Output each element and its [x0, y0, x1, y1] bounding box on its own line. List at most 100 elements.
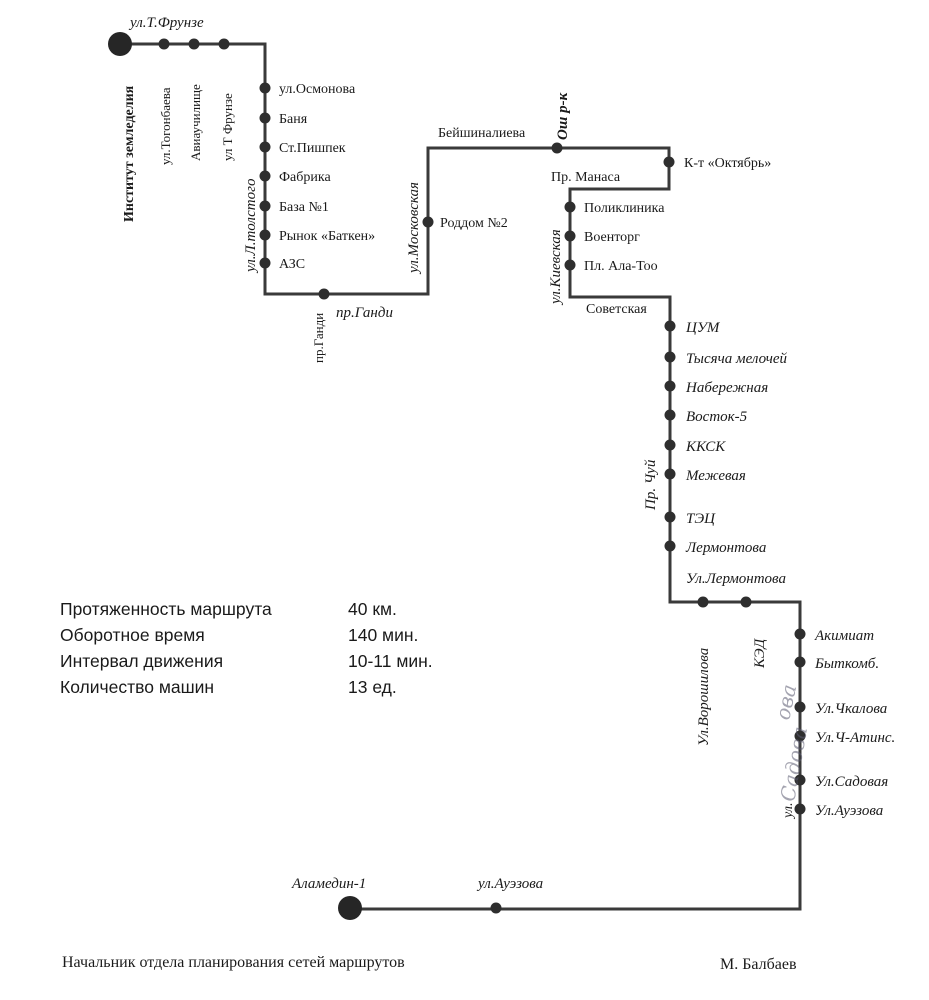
street-label-lermontova: Ул.Лермонтова — [686, 571, 786, 587]
stop-dot — [564, 201, 576, 213]
stop-dot — [259, 112, 271, 124]
stop-dot — [259, 229, 271, 241]
stop-label-lermontova: Лермонтова — [685, 540, 766, 556]
stop-label-rynok-batken: Рынок «Баткен» — [279, 229, 375, 244]
street-label-ked: КЭД — [752, 637, 768, 669]
stats-label: Протяженность маршрута — [60, 598, 272, 619]
stop-dot — [259, 257, 271, 269]
stop-label-auezova: Ул.Ауэзова — [815, 803, 883, 819]
stop-label-t-frunze: ул Т Фрунзе — [220, 93, 235, 161]
street-label-ul-partial: ул. — [781, 803, 796, 820]
stats-row-vehicles: Количество машин 13 ед. — [60, 674, 433, 700]
stop-dot — [794, 774, 806, 786]
stop-dot — [794, 701, 806, 713]
stop-dot — [259, 141, 271, 153]
stats-value: 140 мин. — [348, 624, 419, 645]
stop-dot — [664, 468, 676, 480]
stop-dot — [664, 511, 676, 523]
street-label-beishinalieva: Бейшиналиева — [438, 126, 526, 141]
stop-label-naberezhnaya: Набережная — [685, 380, 768, 396]
stop-dot — [218, 38, 230, 50]
stop-label-baza1: База №1 — [279, 200, 329, 215]
stats-value: 40 км. — [348, 598, 397, 619]
stop-label-chkalova: Ул.Чкалова — [815, 701, 887, 717]
stop-label-togonbaeva: ул.Тогонбаева — [158, 87, 173, 165]
street-label-auezova-bottom: ул.Ауэзова — [476, 876, 543, 892]
terminal-end-label: Аламедин-1 — [291, 876, 366, 892]
stats-value: 13 ед. — [348, 676, 397, 697]
stop-label-sadovaya: Ул.Садовая — [815, 774, 888, 790]
footer-position: Начальник отдела планирования сетей марш… — [62, 954, 405, 971]
stop-dot — [664, 439, 676, 451]
stop-dot — [740, 596, 752, 608]
stats-label: Количество машин — [60, 676, 215, 697]
stop-label-tsum: ЦУМ — [685, 320, 721, 336]
stop-dot — [794, 656, 806, 668]
stop-dot — [158, 38, 170, 50]
stop-dot — [664, 409, 676, 421]
footer-signatory: М. Балбаев — [720, 956, 797, 973]
stats-row-interval: Интервал движения 10-11 мин. — [60, 648, 433, 674]
street-label-chui: Пр. Чуй — [643, 459, 659, 511]
stop-label-osmonova: ул.Осмонова — [279, 82, 356, 97]
terminal-end-marker — [338, 896, 362, 920]
stats-value: 10-11 мин. — [348, 650, 433, 671]
stop-dot — [551, 142, 563, 154]
stop-dot — [318, 288, 330, 300]
stop-dot — [564, 259, 576, 271]
street-label-osh: Ош р-к — [555, 92, 571, 140]
stop-label-akimiat: Акимиат — [814, 628, 874, 644]
stop-label-tysyacha: Тысяча мелочей — [686, 351, 788, 367]
stop-label-kksk: ККСК — [685, 439, 726, 455]
stats-label: Оборотное время — [60, 624, 205, 645]
stop-dot — [564, 230, 576, 242]
stop-label-kt-oktyabr: К-т «Октябрь» — [684, 156, 771, 171]
stop-dot — [663, 156, 675, 168]
street-label-frunze: ул.Т.Фрунзе — [128, 15, 204, 31]
stop-label-mezhevaya: Межевая — [685, 468, 746, 484]
stop-label-vostok5: Восток-5 — [686, 409, 748, 425]
street-label-tolstogo: ул.Л.толстого — [243, 178, 259, 274]
stop-dot — [259, 170, 271, 182]
stop-label-aviauchilische: Авиаучилище — [188, 84, 203, 161]
stats-label: Интервал движения — [60, 650, 224, 671]
stop-label-roddom2: Роддом №2 — [440, 216, 508, 231]
street-label-sovetskaya: Советская — [586, 302, 647, 317]
stop-label-bytkomb: Быткомб. — [814, 656, 879, 672]
stop-label-st-pishpek: Ст.Пишпек — [279, 141, 346, 156]
street-label-gandi: пр.Ганди — [336, 305, 393, 321]
terminal-start-label: Институт земледелия — [122, 85, 137, 222]
stop-dot — [794, 803, 806, 815]
street-label-gandi-vertical: пр.Ганди — [311, 313, 326, 363]
stats-row-length: Протяженность маршрута 40 км. — [60, 596, 433, 622]
stop-dot — [794, 730, 806, 742]
stop-label-poliklinika: Поликлиника — [584, 201, 665, 216]
stop-dots — [158, 38, 806, 914]
stop-label-banya: Баня — [279, 112, 308, 127]
stop-dot — [259, 200, 271, 212]
stop-label-fabrika: Фабрика — [279, 170, 331, 185]
stats-row-turnaround: Оборотное время 140 мин. — [60, 622, 433, 648]
stop-dot — [664, 320, 676, 332]
route-stats: Протяженность маршрута 40 км. Оборотное … — [60, 596, 433, 700]
stop-label-ch-atins: Ул.Ч-Атинс. — [815, 730, 895, 746]
street-label-kievskaya: ул.Киевская — [548, 229, 564, 306]
stop-dot — [664, 540, 676, 552]
stop-dot — [664, 351, 676, 363]
stop-label-azs: АЗС — [279, 257, 305, 272]
stop-dot — [697, 596, 709, 608]
stop-dot — [794, 628, 806, 640]
terminal-start-marker — [108, 32, 132, 56]
street-label-manasa: Пр. Манаса — [551, 170, 621, 185]
street-label-voroshilova: Ул.Ворошилова — [696, 648, 712, 746]
route-line — [120, 42, 802, 911]
stop-dot — [422, 216, 434, 228]
stop-label-tets: ТЭЦ — [686, 511, 716, 527]
street-label-moskovskaya: ул.Московская — [406, 182, 422, 275]
stop-dot — [664, 380, 676, 392]
stop-label-voentorg: Военторг — [584, 230, 640, 245]
stop-label-pl-ala-too: Пл. Ала-Тоо — [584, 259, 658, 274]
stop-dot — [259, 82, 271, 94]
stop-dot — [490, 902, 502, 914]
